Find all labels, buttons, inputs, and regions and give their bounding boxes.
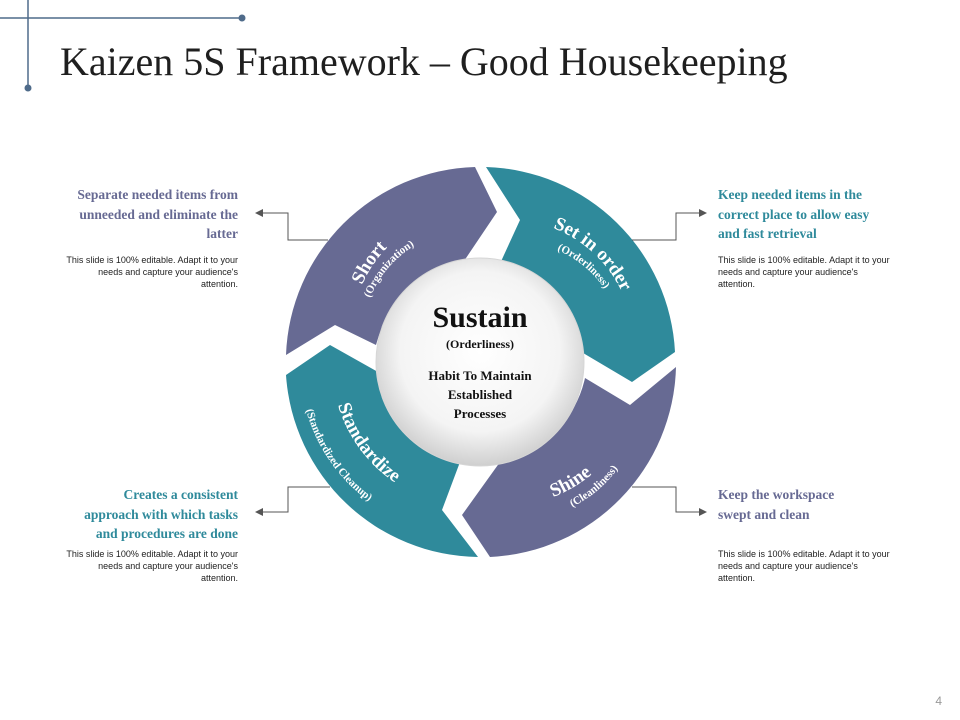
- connector-bottom-left: [262, 486, 330, 513]
- note-line: needs and capture your audience's: [98, 561, 238, 571]
- arrow-icon: [255, 508, 263, 516]
- connector-bottom-right: [632, 486, 700, 513]
- note-line: This slide is 100% editable. Adapt it to…: [718, 549, 890, 559]
- caption-line: unneeded and eliminate the: [79, 206, 238, 222]
- note-top-right: This slide is 100% editable. Adapt it to…: [718, 254, 938, 290]
- center-subtitle: (Orderliness): [446, 337, 514, 351]
- caption-bottom-right: Keep the workspace swept and clean: [718, 485, 908, 524]
- center-title: Sustain: [432, 301, 528, 334]
- note-bottom-left: This slide is 100% editable. Adapt it to…: [28, 548, 238, 584]
- note-bottom-right: This slide is 100% editable. Adapt it to…: [718, 548, 938, 584]
- caption-line: correct place to allow easy: [718, 206, 870, 222]
- center-circle: [375, 257, 585, 467]
- caption-bottom-left: Creates a consistent approach with which…: [48, 485, 238, 544]
- note-line: needs and capture your audience's: [718, 267, 858, 277]
- note-line: attention.: [718, 279, 756, 289]
- note-line: attention.: [200, 279, 238, 289]
- caption-line: and procedures are done: [95, 526, 238, 541]
- caption-line: and fast retrieval: [718, 226, 817, 241]
- segment-short: [286, 167, 497, 355]
- caption-line: approach with which tasks: [84, 506, 238, 522]
- note-line: This slide is 100% editable. Adapt it to…: [66, 255, 238, 265]
- note-line: needs and capture your audience's: [98, 267, 238, 277]
- segment-standardize: [286, 345, 478, 557]
- note-line: needs and capture your audience's: [718, 561, 858, 571]
- caption-line: latter: [206, 226, 238, 241]
- caption-line: Creates a consistent: [123, 487, 238, 502]
- note-line: This slide is 100% editable. Adapt it to…: [66, 549, 238, 559]
- note-top-left: This slide is 100% editable. Adapt it to…: [28, 254, 238, 290]
- center-body-line2: Established: [447, 387, 513, 402]
- caption-line: Keep the workspace: [718, 487, 835, 502]
- caption-line: Separate needed items from: [77, 187, 238, 202]
- note-line: attention.: [200, 573, 238, 583]
- center-body-line1: Habit To Maintain: [428, 368, 532, 383]
- arrow-icon: [255, 209, 263, 217]
- arrow-icon: [699, 209, 707, 217]
- segment-set-in-order: [486, 167, 675, 382]
- caption-top-right: Keep needed items in the correct place t…: [718, 185, 908, 244]
- note-line: attention.: [718, 573, 756, 583]
- connectors: [262, 212, 700, 513]
- connector-top-right: [632, 212, 700, 241]
- note-line: This slide is 100% editable. Adapt it to…: [718, 255, 890, 265]
- segment-shine: [462, 367, 676, 557]
- caption-line: swept and clean: [718, 506, 810, 522]
- center-body-line3: Processes: [453, 406, 507, 421]
- page-number: 4: [935, 694, 942, 708]
- arrow-icon: [699, 508, 707, 516]
- caption-top-left: Separate needed items from unneeded and …: [48, 185, 238, 244]
- caption-line: Keep needed items in the: [718, 187, 862, 202]
- page-title: Kaizen 5S Framework – Good Housekeeping: [60, 39, 788, 84]
- center-content: Sustain (Orderliness) Habit To Maintain …: [400, 300, 560, 423]
- connector-top-left: [262, 212, 328, 241]
